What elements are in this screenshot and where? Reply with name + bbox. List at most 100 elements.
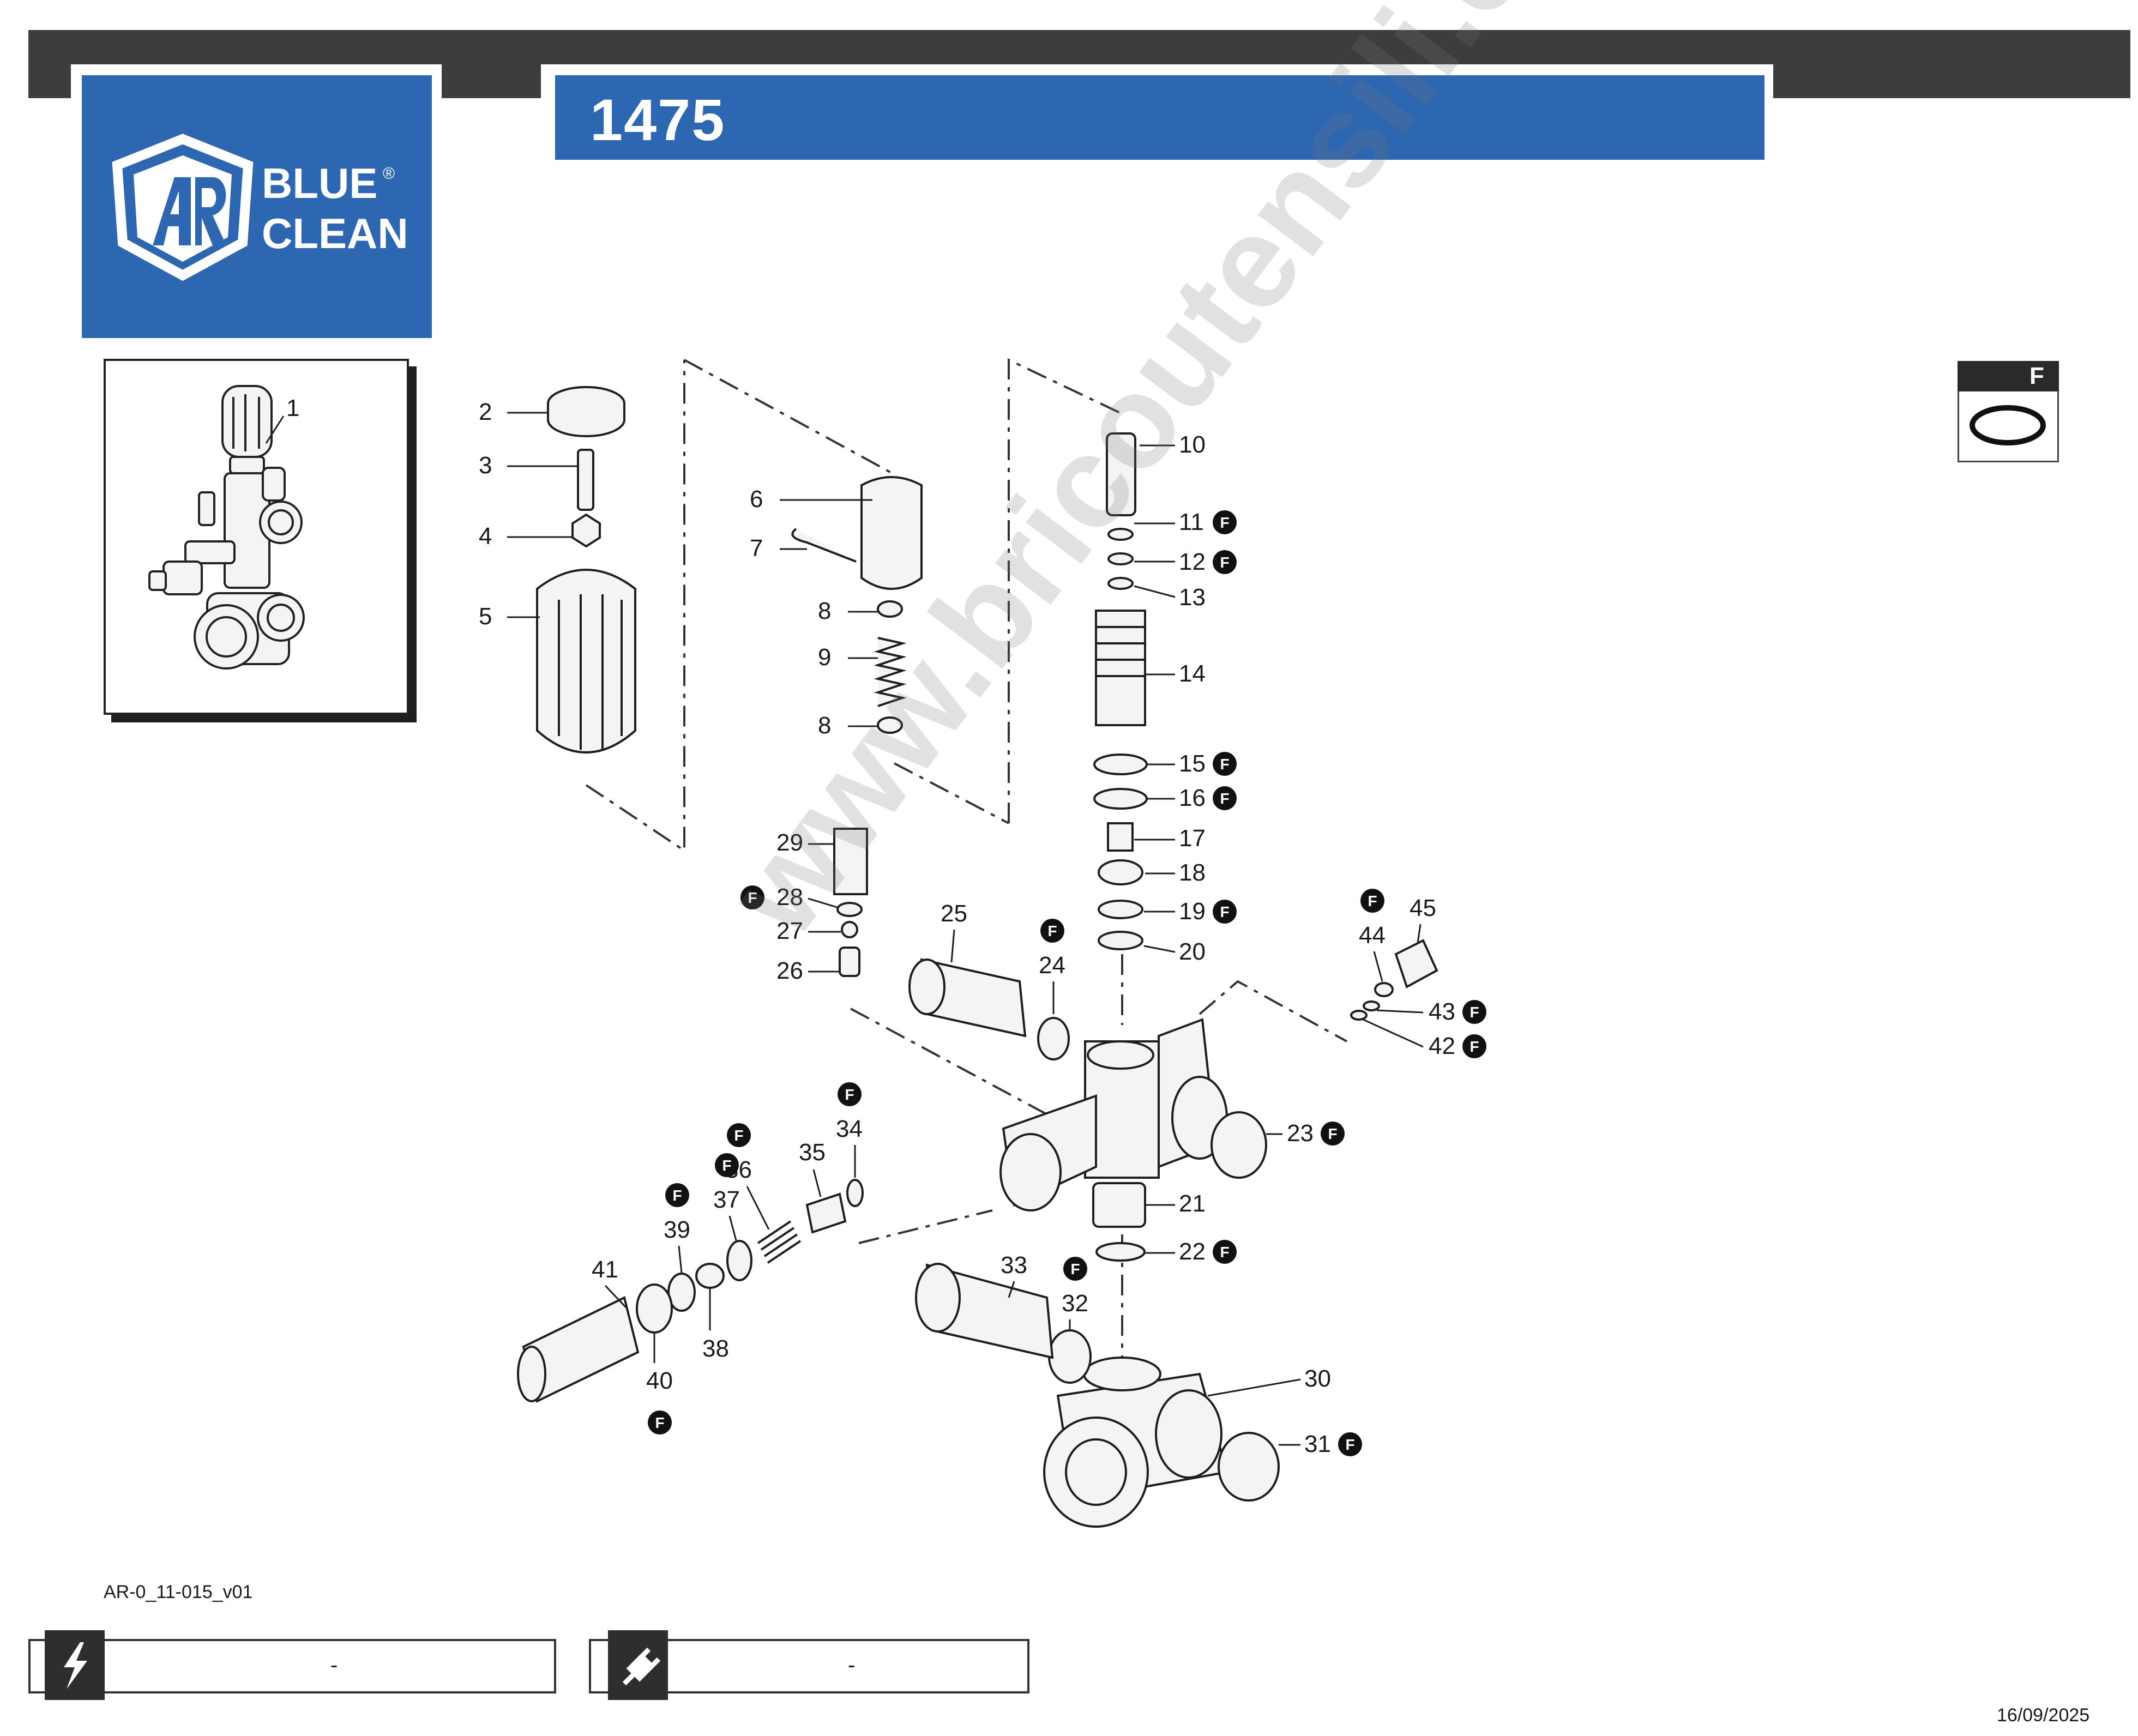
callout-24[interactable]: 24F (1039, 919, 1065, 1014)
callout-45[interactable]: 45 (1410, 895, 1436, 944)
part-7[interactable] (791, 528, 857, 563)
part-24[interactable] (1037, 1017, 1070, 1060)
callout-number: 26 (776, 957, 803, 984)
callout-8[interactable]: 8 (818, 598, 878, 624)
callout-9[interactable]: 9 (818, 644, 878, 671)
part-20[interactable] (1098, 931, 1143, 950)
callout-17[interactable]: 17 (1134, 825, 1206, 852)
callout-number: 22 (1179, 1238, 1206, 1265)
part-36[interactable] (757, 1220, 802, 1264)
callout-36[interactable]: 36F (725, 1123, 770, 1230)
callout-number: 39 (664, 1216, 690, 1243)
part-34[interactable] (846, 1179, 864, 1207)
part-38[interactable] (695, 1263, 725, 1289)
plug-value: - (848, 1653, 856, 1677)
part-15[interactable] (1093, 754, 1148, 775)
part-5[interactable] (536, 569, 636, 754)
callout-4[interactable]: 4 (479, 523, 573, 550)
callout-number: 20 (1179, 938, 1206, 965)
callout-number: 24 (1039, 952, 1065, 979)
callout-5[interactable]: 5 (479, 603, 540, 630)
callout-27[interactable]: 27 (776, 918, 841, 944)
callout-6[interactable]: 6 (750, 486, 872, 513)
callout-38[interactable]: 38 (702, 1288, 729, 1362)
callout-2[interactable]: 2 (479, 399, 548, 425)
part-40[interactable] (636, 1283, 673, 1334)
part-37[interactable] (726, 1240, 752, 1281)
part-27[interactable] (841, 921, 858, 938)
part-3[interactable] (577, 449, 594, 511)
callout-13[interactable]: 13 (1134, 584, 1206, 611)
part-10[interactable] (1106, 432, 1136, 516)
part-35[interactable] (805, 1192, 847, 1234)
part-39[interactable] (667, 1273, 696, 1312)
part-23[interactable] (1210, 1111, 1267, 1179)
part-8-upper[interactable] (877, 600, 903, 618)
part-16[interactable] (1093, 788, 1148, 810)
part-28[interactable] (836, 902, 863, 917)
seal-kit-badge-letter: F (672, 1187, 682, 1204)
part-8-lower[interactable] (877, 716, 903, 734)
part-13[interactable] (1107, 577, 1134, 590)
part-21[interactable] (1092, 1182, 1146, 1228)
callout-35[interactable]: 35 (799, 1139, 826, 1197)
callout-29[interactable]: 29 (776, 829, 834, 856)
callout-14[interactable]: 14 (1145, 660, 1206, 687)
part-18[interactable] (1098, 859, 1143, 885)
part-4[interactable] (571, 513, 601, 548)
part-14[interactable] (1095, 610, 1146, 726)
part-32[interactable] (1048, 1329, 1092, 1384)
callout-37[interactable]: 37F (713, 1153, 740, 1241)
callout-21[interactable]: 21 (1145, 1190, 1206, 1217)
part-31[interactable] (1218, 1432, 1280, 1502)
part-43[interactable] (1363, 1000, 1380, 1011)
seal-kit-badge-letter: F (734, 1127, 743, 1144)
part-19[interactable] (1098, 900, 1143, 919)
seal-kit-badge-letter: F (1220, 554, 1229, 571)
part-29[interactable] (833, 828, 868, 895)
callout-18[interactable]: 18 (1145, 859, 1206, 886)
callout-10[interactable]: 10 (1140, 431, 1206, 458)
part-12[interactable] (1107, 552, 1134, 565)
callout-number: 18 (1179, 859, 1206, 886)
seal-kit-badge (1213, 510, 1237, 534)
part-11[interactable] (1107, 528, 1134, 541)
callout-3[interactable]: 3 (479, 452, 578, 479)
callout-30[interactable]: 30 (1207, 1365, 1331, 1397)
part-45[interactable] (1394, 939, 1438, 988)
callout-26[interactable]: 26 (776, 957, 840, 984)
part-42[interactable] (1350, 1010, 1368, 1021)
callout-34[interactable]: 34F (836, 1082, 863, 1178)
callout-28[interactable]: 28F (740, 884, 838, 911)
seal-kit-badge (1213, 1240, 1237, 1264)
seal-kit-badge-letter: F (1220, 756, 1229, 773)
callout-41[interactable]: 41 (592, 1256, 628, 1310)
part-26[interactable] (839, 947, 860, 977)
callout-32[interactable]: 32F (1062, 1257, 1088, 1330)
callout-7[interactable]: 7 (750, 535, 807, 562)
leader-line (604, 1285, 628, 1310)
part-17[interactable] (1107, 822, 1134, 852)
legend-header (1958, 361, 2059, 391)
part-22[interactable] (1095, 1242, 1146, 1262)
callout-44[interactable]: 44F (1359, 889, 1386, 982)
callout-25[interactable]: 25 (941, 900, 967, 963)
callout-33[interactable]: 33 (1001, 1252, 1027, 1298)
part-44[interactable] (1374, 982, 1394, 997)
callout-8[interactable]: 8 (818, 712, 878, 739)
part-9[interactable] (874, 637, 907, 707)
callout-20[interactable]: 20 (1143, 938, 1206, 965)
part-6[interactable] (860, 476, 923, 590)
callout-39[interactable]: 39 F (664, 1183, 690, 1274)
callout-40[interactable]: 40F (646, 1333, 673, 1434)
